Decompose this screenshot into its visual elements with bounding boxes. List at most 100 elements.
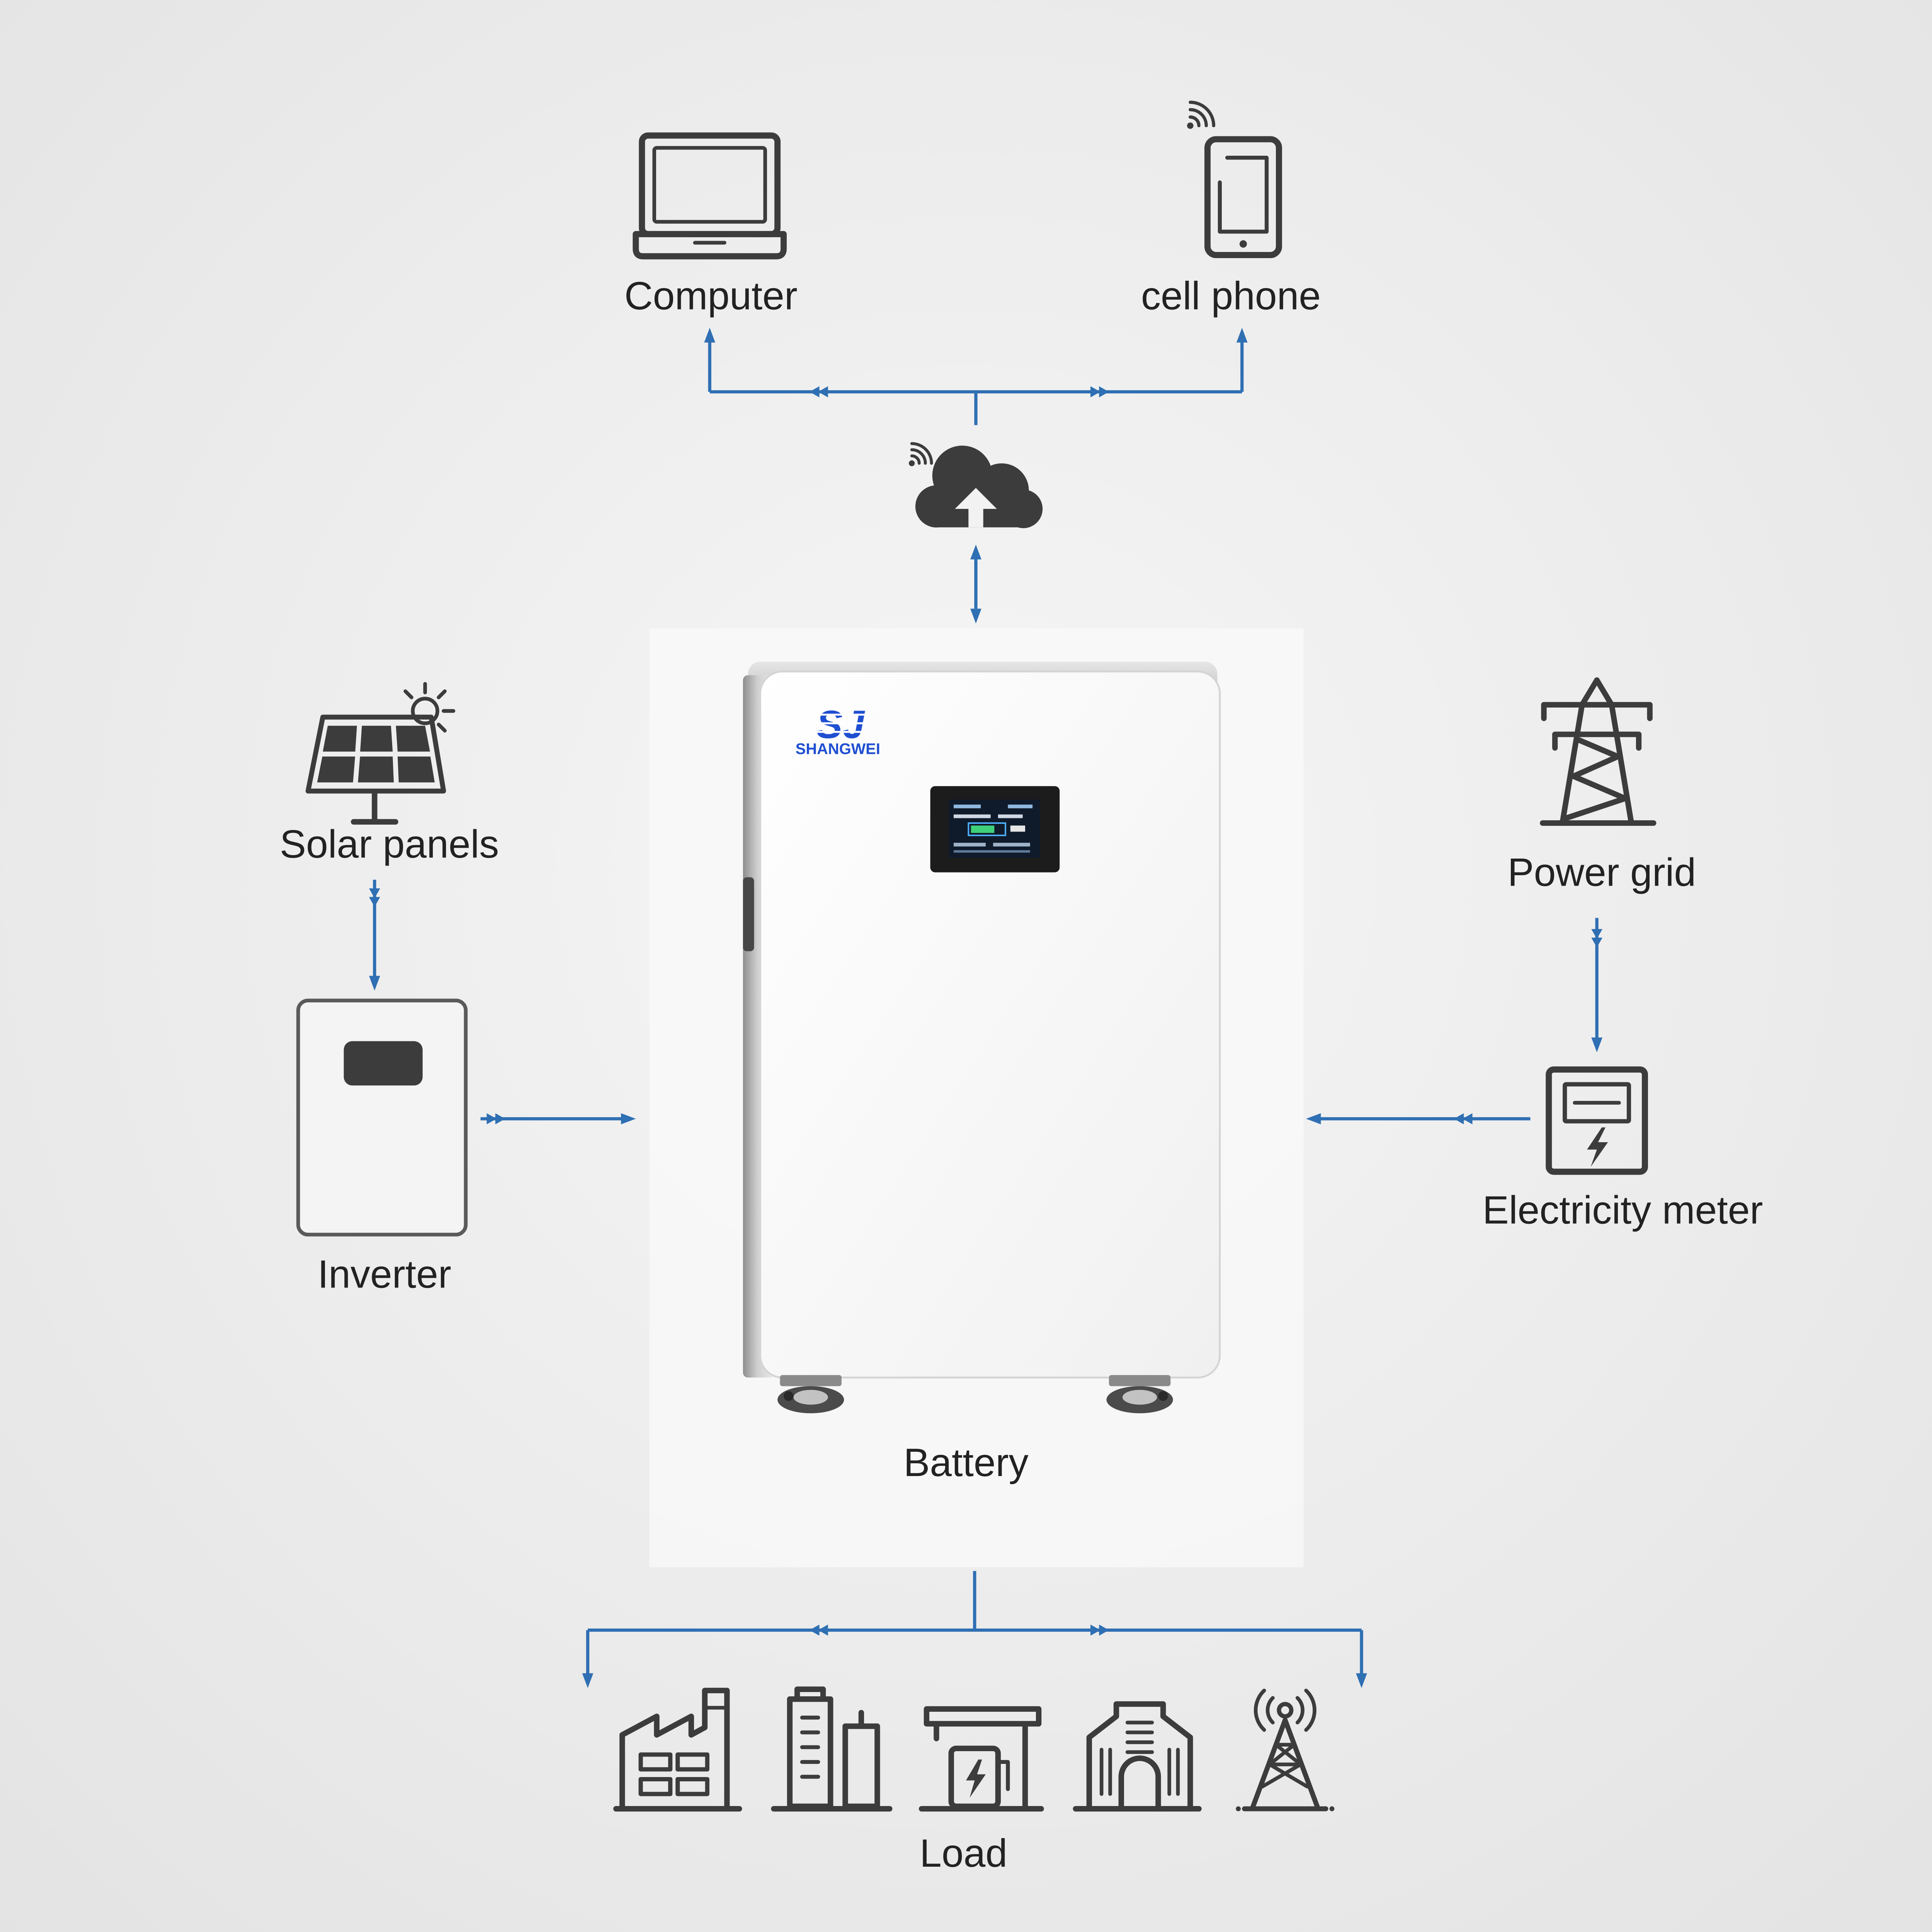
battery-cloud-connector <box>970 544 981 624</box>
solar-panels-node: Solar panels <box>280 682 499 866</box>
electricity-meter-icon <box>1546 1066 1648 1175</box>
laptop-screen <box>652 146 767 224</box>
station-canopy <box>923 1706 1042 1727</box>
wifi-arc-2 <box>1189 108 1208 128</box>
sun-icon <box>403 682 456 733</box>
building-floors <box>800 1716 820 1779</box>
screen-row-4 <box>993 843 1030 847</box>
phone-home-button <box>1239 240 1247 248</box>
cabinet-front <box>759 670 1221 1379</box>
tower-antenna <box>1277 1702 1294 1719</box>
building-top-cap <box>794 1686 826 1702</box>
arrowhead-left <box>1306 1113 1321 1124</box>
signal-waves-left <box>1253 1689 1275 1732</box>
wifi-signal-icon <box>909 442 933 466</box>
screen-top-row-2 <box>1008 804 1033 808</box>
wifi-arc-2 <box>910 448 927 465</box>
electricity-meter-label: Electricity meter <box>1483 1188 1763 1232</box>
arrowhead-down <box>970 609 981 624</box>
flow-marker-left-2 <box>818 386 828 398</box>
signal-waves-right <box>1295 1689 1316 1732</box>
panel-stand <box>351 789 398 825</box>
inverter-icon <box>296 998 468 1236</box>
cell-phone-label: cell phone <box>1141 274 1321 318</box>
public-building-columns <box>1099 1748 1180 1796</box>
wheel-axle <box>784 1391 794 1401</box>
arrowhead-down <box>369 976 380 991</box>
factory-window <box>638 1752 673 1772</box>
computer-label: Computer <box>624 274 798 318</box>
panel-cell <box>360 726 393 752</box>
inverter-label: Inverter <box>318 1252 451 1296</box>
public-building-upper-windows <box>1125 1721 1154 1754</box>
lightning-bolt-icon <box>1587 1127 1608 1167</box>
flow-marker-left-1 <box>810 1624 820 1636</box>
wheel-bracket <box>780 1375 842 1386</box>
cabinet-side-handle <box>743 877 754 951</box>
brand-logo: SJ SHANGWEI <box>796 702 880 757</box>
ground-dot-left <box>1236 1806 1241 1811</box>
panel-cell <box>317 756 355 782</box>
meter-to-battery-connector <box>1306 1113 1531 1124</box>
flow-marker-left-2 <box>1463 1113 1473 1124</box>
flow-marker-right-2 <box>1090 386 1100 398</box>
wheel-bracket <box>1109 1375 1171 1386</box>
sun-disc <box>411 697 439 725</box>
flow-marker-down-2 <box>1591 937 1603 948</box>
arrowhead-right-drop <box>1356 1673 1367 1688</box>
solar-to-inverter-connector <box>369 879 380 991</box>
sun-rays <box>403 682 456 733</box>
factory-outline <box>619 1687 730 1809</box>
cloud-shape <box>915 446 1043 528</box>
battery-display-screen <box>930 786 1060 872</box>
solar-panel-icon <box>305 682 456 825</box>
screen-battery-level <box>971 825 995 833</box>
signal-tower-icon <box>1236 1689 1335 1811</box>
electricity-meter-node: Electricity meter <box>1483 1066 1763 1232</box>
screen-battery-gauge <box>968 822 1006 836</box>
panel-cell <box>358 756 394 782</box>
laptop-icon <box>633 132 787 260</box>
flow-marker-down-2 <box>369 897 380 907</box>
factory-window <box>638 1777 673 1796</box>
caster-wheel-left <box>777 1375 844 1413</box>
arrowhead-to-computer <box>704 328 716 343</box>
factory-windows <box>638 1752 709 1796</box>
phone-body <box>1204 136 1282 259</box>
wifi-dot <box>909 460 915 466</box>
load-node: Load <box>613 1686 1335 1875</box>
panel-cell <box>396 726 430 752</box>
screen-percentage <box>1010 825 1026 832</box>
ground-dot-right <box>1329 1806 1335 1811</box>
load-label: Load <box>920 1831 1007 1875</box>
cloud-upload-icon <box>915 446 1043 528</box>
tower-bracing <box>1260 1743 1310 1789</box>
flow-marker-right-2 <box>1090 1624 1100 1636</box>
battery-to-load-connector <box>582 1571 1367 1688</box>
tower-bracing <box>1563 736 1628 821</box>
arrowhead-to-phone <box>1236 328 1248 343</box>
cloud-to-devices-connector <box>704 328 1248 425</box>
screen-row-1 <box>954 814 991 818</box>
wifi-arc-3 <box>910 442 933 465</box>
power-grid-label: Power grid <box>1508 850 1696 895</box>
laptop-base <box>633 231 787 260</box>
battery-cabinet: SJ SHANGWEI <box>743 662 1221 1413</box>
wifi-arc-3 <box>1189 100 1216 128</box>
flow-marker-right-1 <box>1099 1624 1109 1636</box>
cell-phone-node: cell phone <box>1141 100 1321 318</box>
public-building-outline <box>1086 1701 1193 1809</box>
phone-screen <box>1218 156 1269 234</box>
factory-window <box>675 1777 709 1796</box>
solar-panels-label: Solar panels <box>280 822 499 866</box>
grid-to-meter-connector <box>1591 918 1603 1053</box>
logo-brand-name: SHANGWEI <box>796 741 880 758</box>
flow-marker-left-1 <box>1454 1113 1464 1124</box>
public-building-icon <box>1073 1701 1202 1812</box>
logo-mark: SJ <box>816 702 865 747</box>
wifi-dot <box>1187 122 1194 129</box>
inverter-to-battery-connector <box>480 1113 636 1124</box>
office-building-icon <box>771 1686 893 1812</box>
wheel-hub <box>1122 1389 1157 1405</box>
